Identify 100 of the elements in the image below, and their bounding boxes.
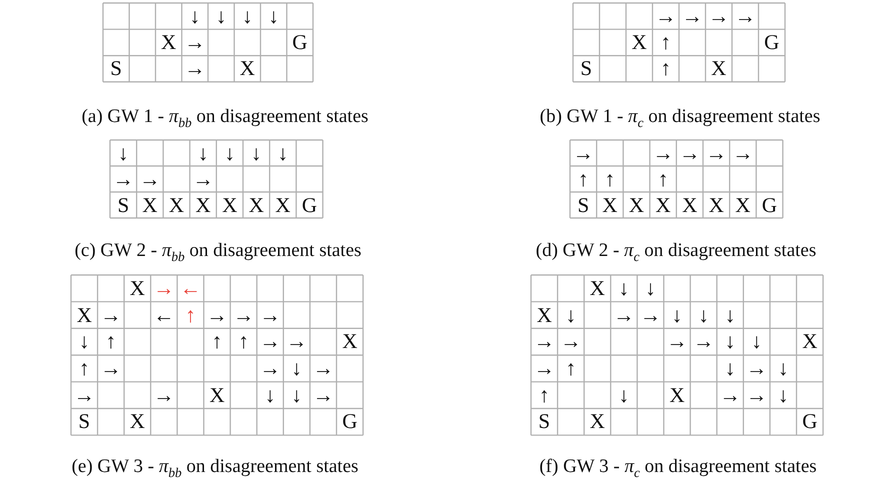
grid-marker: X xyxy=(76,304,93,326)
grid-marker: ↓ xyxy=(618,384,630,406)
grid-marker: → xyxy=(312,384,334,406)
grid-marker: ↑ xyxy=(538,384,551,406)
grid-marker: X xyxy=(128,277,146,300)
grid-marker: → xyxy=(184,31,206,54)
grid-marker: → xyxy=(100,304,122,326)
grid-marker: → xyxy=(612,304,636,326)
grid-marker: X xyxy=(588,277,606,300)
grid-marker: X xyxy=(668,384,686,406)
grid-marker: → xyxy=(258,357,282,380)
grid-marker: → xyxy=(708,5,730,28)
grid-marker: → xyxy=(533,330,556,354)
grid-marker: X xyxy=(734,194,752,216)
grid-marker: X xyxy=(168,194,186,216)
grid-marker: → xyxy=(152,384,176,406)
grid-marker: → xyxy=(258,304,282,326)
grid-marker: → xyxy=(312,357,334,380)
grid-marker: ↓ xyxy=(776,384,790,406)
grid-marker: ↑ xyxy=(237,330,250,354)
grid-marker: → xyxy=(152,277,176,300)
figure-caption: (b) GW 1 - π$_{c}$ on disagreement states xyxy=(540,106,820,131)
grid-marker: ← xyxy=(152,304,176,326)
grid-marker: ↓ xyxy=(241,5,254,28)
grid-marker: X xyxy=(681,194,698,216)
grid-marker: → xyxy=(652,142,674,164)
grid-marker: → xyxy=(232,304,255,326)
grid-marker: ↓ xyxy=(264,384,276,406)
grid-marker: ↓ xyxy=(276,142,290,164)
grid-marker: ↑ xyxy=(660,58,672,80)
grid-marker: → xyxy=(654,5,677,28)
grid-marker: → xyxy=(692,330,715,354)
grid-marker: → xyxy=(572,142,595,164)
grid-marker: ↓ xyxy=(644,277,657,300)
grid-marker: X xyxy=(708,194,725,216)
grid-marker: X xyxy=(208,384,226,406)
grid-marker: S xyxy=(576,194,590,216)
grid-marker: ↓ xyxy=(117,142,130,164)
grid-marker: X xyxy=(160,31,178,54)
grid-marker: ↓ xyxy=(290,357,303,380)
grid-marker: ↑ xyxy=(104,330,118,354)
grid-marker: S xyxy=(116,194,130,216)
figure-caption: (a) GW 1 - π$_{bb}$ on disagreement states xyxy=(82,106,368,131)
grid-marker: ↓ xyxy=(724,304,736,326)
grid-marker: X xyxy=(654,194,672,216)
grid-marker: X xyxy=(536,304,553,326)
grid-marker: → xyxy=(666,330,688,354)
grid-marker: ↑ xyxy=(564,357,578,380)
grid-marker: ↓ xyxy=(697,304,710,326)
grid-marker: X xyxy=(128,410,146,434)
grid-marker: ↓ xyxy=(564,304,578,326)
grid-marker: G xyxy=(300,194,318,216)
grid-marker: ↓ xyxy=(250,142,263,164)
grid-marker: ↓ xyxy=(188,5,202,28)
figure-caption: (f) GW 3 - π$_{c}$ on disagreement states xyxy=(539,456,817,481)
grid-marker: → xyxy=(678,142,701,164)
grid-marker: → xyxy=(732,142,754,164)
grid-marker: → xyxy=(100,357,122,380)
grid-marker: ↓ xyxy=(776,357,790,380)
grid-marker: X xyxy=(710,58,728,80)
grid-marker: → xyxy=(112,168,135,190)
grid-marker: → xyxy=(184,58,206,80)
grid-marker: X xyxy=(801,330,818,354)
grid-marker: ← xyxy=(179,277,202,300)
grid-marker: G xyxy=(763,31,780,54)
figure-caption: (c) GW 2 - π$_{bb}$ on disagreement states xyxy=(74,240,362,265)
grid-marker: X xyxy=(588,410,606,434)
grid-marker: ↓ xyxy=(78,330,91,354)
grid-marker: ↑ xyxy=(184,304,197,326)
grid-marker: X xyxy=(601,194,618,216)
grid-marker: G xyxy=(341,410,358,434)
grid-marker: ↓ xyxy=(618,277,630,300)
grid-marker: ↓ xyxy=(290,384,303,406)
grid-marker: ↓ xyxy=(214,5,228,28)
grid-marker: X xyxy=(248,194,265,216)
grid-marker: → xyxy=(73,384,96,406)
grid-marker: X xyxy=(274,194,292,216)
grid-marker: → xyxy=(734,5,756,28)
grid-marker: → xyxy=(138,168,162,190)
grid-marker: → xyxy=(681,5,704,28)
grid-marker: S xyxy=(579,58,594,80)
grid-marker: → xyxy=(718,384,742,406)
grid-marker: ↓ xyxy=(196,142,210,164)
grid-marker: ↓ xyxy=(750,330,763,354)
grid-marker: → xyxy=(745,357,768,380)
grid-marker: X xyxy=(628,194,646,216)
grid-marker: → xyxy=(258,330,282,354)
grid-marker: ↓ xyxy=(267,5,280,28)
grid-marker: X xyxy=(341,330,358,354)
grid-marker: ↓ xyxy=(223,142,236,164)
grid-marker: → xyxy=(560,330,582,354)
grid-marker: X xyxy=(630,31,648,54)
grid-marker: S xyxy=(537,410,552,434)
grid-marker: → xyxy=(745,384,768,406)
grid-marker: S xyxy=(77,410,92,434)
figure-caption: (d) GW 2 - π$_{c}$ on disagreement states xyxy=(536,240,816,265)
grid-marker: → xyxy=(192,168,214,190)
grid-marker: → xyxy=(639,304,662,326)
grid-marker: ↑ xyxy=(577,168,590,190)
grid-marker: X xyxy=(221,194,238,216)
